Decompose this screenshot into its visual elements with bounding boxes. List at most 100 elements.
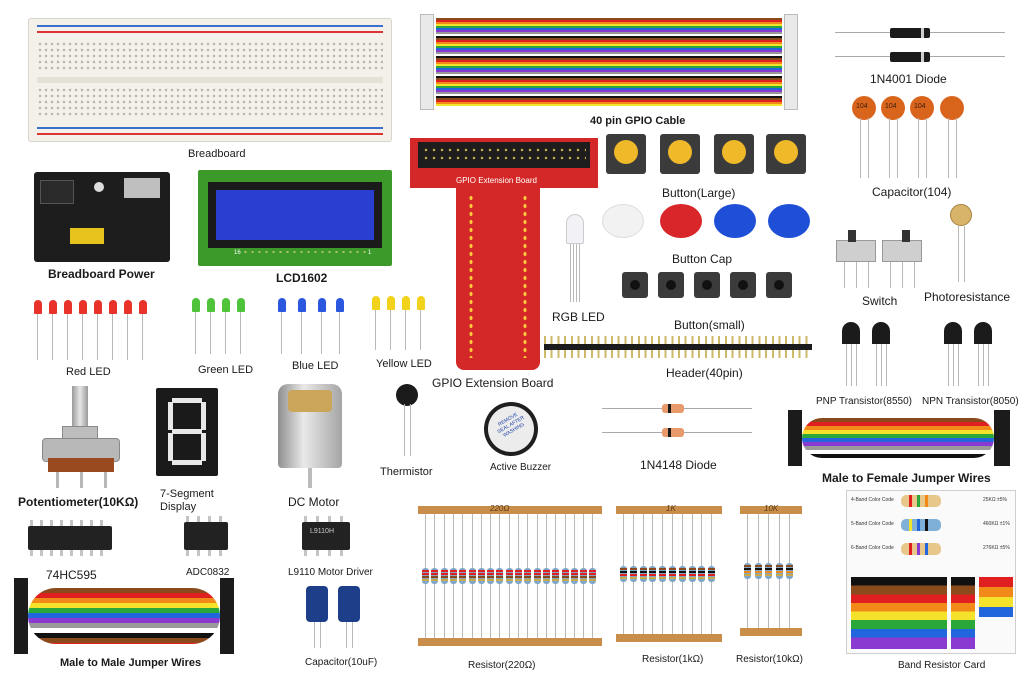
label-lcd1602: LCD1602 xyxy=(276,271,328,285)
resistor-body xyxy=(561,568,569,584)
diode-1n4001-top xyxy=(835,28,1005,38)
resistor-body xyxy=(629,566,637,582)
resistor-body xyxy=(524,568,532,584)
capacitor-code: 104 xyxy=(856,103,868,110)
resistor-body xyxy=(649,566,657,582)
resistor-body xyxy=(533,568,541,584)
label-resistor-220: Resistor(220Ω) xyxy=(468,660,536,671)
resistor-body xyxy=(620,566,627,582)
male-female-jumper-wires xyxy=(788,410,1010,466)
ic-l9110: L9110H xyxy=(302,516,350,556)
resistor-body xyxy=(775,563,783,579)
capacitor-104-group: 104 104 104 xyxy=(848,96,968,182)
l9110-chip-marking: L9110H xyxy=(310,528,335,535)
label-breadboard: Breadboard xyxy=(188,148,246,160)
resistor-body xyxy=(552,568,560,584)
label-rgb-led: RGB LED xyxy=(552,310,605,324)
label-active-buzzer: Active Buzzer xyxy=(490,462,552,473)
resistor-body xyxy=(542,568,550,584)
resistor-body xyxy=(765,563,772,579)
rgb-led xyxy=(564,214,588,304)
label-l9110: L9110 Motor Driver xyxy=(288,567,373,578)
blue-leds xyxy=(278,298,348,356)
label-blue-led: Blue LED xyxy=(292,360,339,372)
resistor-body xyxy=(589,568,597,584)
label-yellow-led: Yellow LED xyxy=(376,358,432,370)
label-seven-segment-2: Display xyxy=(160,501,197,513)
gpio-cable xyxy=(420,14,798,110)
label-button-small: Button(small) xyxy=(674,318,745,332)
potentiometer xyxy=(36,386,128,490)
ic-adc0832 xyxy=(184,516,228,556)
label-capacitor-10uf: Capacitor(10uF) xyxy=(305,657,378,668)
diode-1n4001-bottom xyxy=(835,52,1005,62)
male-male-jumper-wires xyxy=(14,578,234,654)
lcd1602-module: 16 1 xyxy=(198,170,392,266)
slide-switches xyxy=(836,226,924,290)
label-diode-1n4148: 1N4148 Diode xyxy=(640,458,717,472)
resistor-body xyxy=(744,563,751,579)
card-row-value: 276KΩ ±5% xyxy=(983,545,1010,551)
npn-transistors xyxy=(944,322,996,388)
capacitor-10uf xyxy=(306,586,366,652)
breadboard xyxy=(28,18,392,142)
pin-header-40 xyxy=(544,336,812,358)
label-male-female-wires: Male to Female Jumper Wires xyxy=(822,471,991,485)
resistor-body xyxy=(496,568,504,584)
resistor-220-strip: 220Ω xyxy=(418,504,602,654)
resistor-body xyxy=(754,563,762,579)
label-red-led: Red LED xyxy=(66,366,111,378)
resistor-body xyxy=(515,568,522,584)
gpio-extension-board: GPIO Extension Board xyxy=(410,138,598,370)
tape-label-10k: 10K xyxy=(764,504,779,513)
resistor-body xyxy=(570,568,578,584)
card-row-label: 6-Band Color Code xyxy=(851,545,894,551)
resistor-body xyxy=(505,568,513,584)
label-band-resistor-card: Band Resistor Card xyxy=(898,660,986,671)
buttons-small xyxy=(622,272,792,312)
capacitor-code: 104 xyxy=(885,103,897,110)
label-pnp-transistor: PNP Transistor(8550) xyxy=(816,396,912,407)
buttons-large xyxy=(606,134,810,184)
label-switch: Switch xyxy=(862,294,898,308)
label-potentiometer: Potentiometer(10KΩ) xyxy=(18,495,139,509)
resistor-body xyxy=(422,568,429,584)
diodes-1n4148 xyxy=(602,402,752,442)
photoresistor xyxy=(950,204,974,284)
red-leds xyxy=(34,300,154,362)
label-npn-transistor: NPN Transistor(8050) xyxy=(922,396,1019,407)
capacitor-code: 104 xyxy=(914,103,926,110)
tape-label-1k: 1K xyxy=(666,504,676,513)
dc-motor xyxy=(278,384,342,490)
label-male-male-wires: Male to Male Jumper Wires xyxy=(60,657,202,669)
resistor-body xyxy=(669,566,676,582)
label-74hc595: 74HC595 xyxy=(46,568,97,582)
resistor-body xyxy=(678,566,686,582)
label-photoresistance: Photoresistance xyxy=(924,290,1011,304)
yellow-leds xyxy=(372,296,432,352)
lcd-pin-16: 16 xyxy=(234,250,241,256)
label-thermistor: Thermistor xyxy=(380,466,433,478)
resistor-body xyxy=(459,568,467,584)
thermistor xyxy=(396,384,420,458)
resistor-body xyxy=(440,568,448,584)
label-capacitor-104: Capacitor(104) xyxy=(872,185,952,199)
pnp-transistors xyxy=(842,322,894,388)
label-resistor-1k: Resistor(1kΩ) xyxy=(642,654,704,665)
resistor-1k-strip: 1K xyxy=(616,504,722,650)
tape-label-220: 220Ω xyxy=(490,504,510,513)
label-green-led: Green LED xyxy=(198,364,254,376)
band-resistor-card: 4-Band Color Code 5-Band Color Code 6-Ba… xyxy=(846,490,1016,654)
label-gpio-cable: 40 pin GPIO Cable xyxy=(590,115,686,127)
breadboard-power-module xyxy=(34,172,170,262)
ic-74hc595 xyxy=(28,520,112,556)
resistor-body xyxy=(468,568,476,584)
label-diode-1n4001: 1N4001 Diode xyxy=(870,72,947,86)
resistor-body xyxy=(698,566,706,582)
resistor-body xyxy=(786,563,793,579)
label-breadboard-power: Breadboard Power xyxy=(48,267,155,281)
resistor-body xyxy=(431,568,439,584)
card-row-value: 460KΩ ±1% xyxy=(983,521,1010,527)
label-button-cap: Button Cap xyxy=(672,252,733,266)
card-row-label: 5-Band Color Code xyxy=(851,521,894,527)
